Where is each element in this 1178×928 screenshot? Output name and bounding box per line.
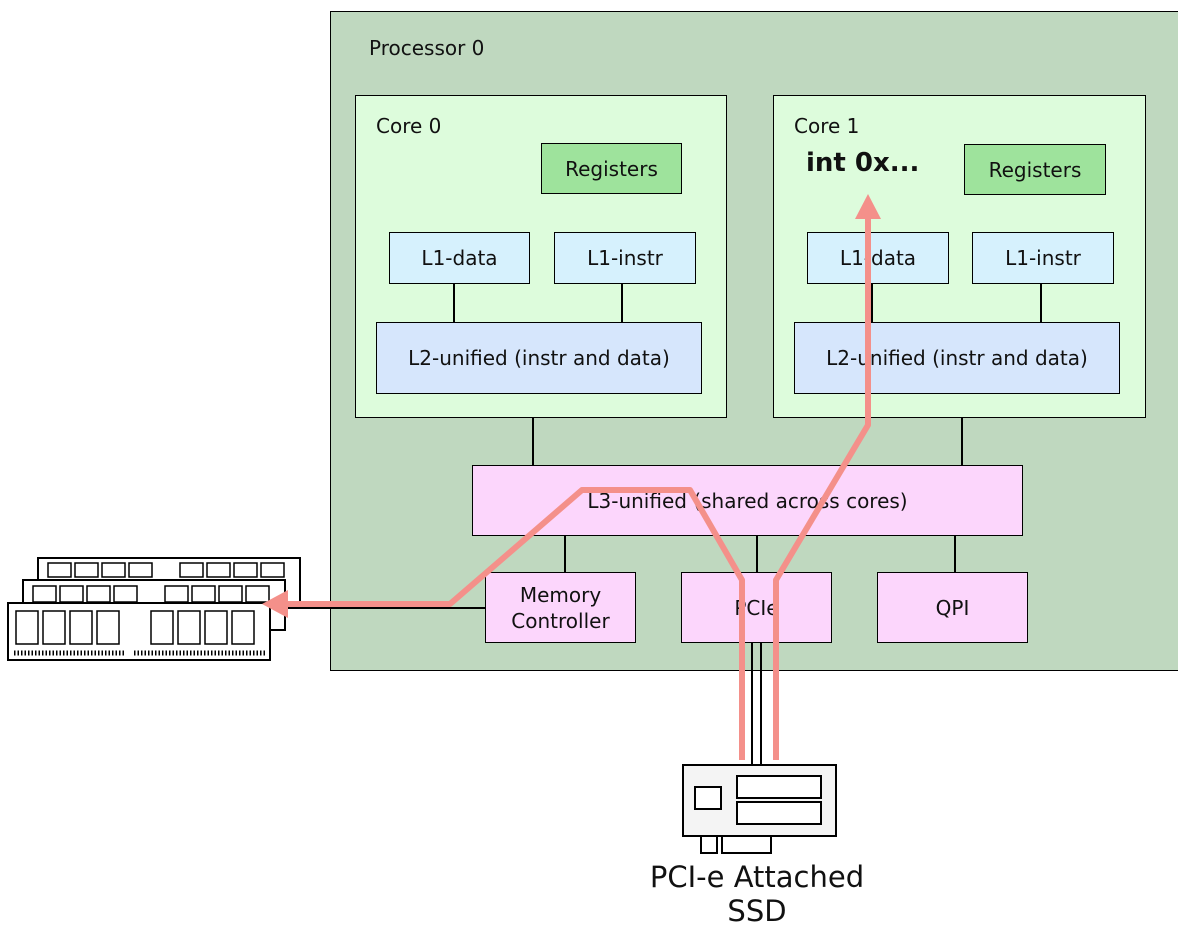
memory-controller-line2: Controller [511, 608, 610, 633]
arrowhead-memory [262, 590, 288, 618]
core-0-l1-data: L1-data [389, 232, 530, 284]
core-1-registers: Registers [964, 144, 1106, 195]
core-0-l2: L2-unified (instr and data) [376, 322, 702, 394]
pcie-card-icon [682, 764, 837, 854]
interrupt-path-to-core-1 [773, 216, 871, 760]
ssd-label: PCI-e Attached SSD [622, 860, 892, 928]
interrupt-label: int 0x... [806, 148, 920, 178]
ssd-label-line2: SSD [727, 894, 787, 928]
memory-controller-line1: Memory [519, 582, 602, 607]
ssd-label-line1: PCI-e Attached [649, 860, 865, 894]
qpi-controller: QPI [877, 572, 1028, 643]
core-1-l1-data: L1-data [807, 232, 949, 284]
core-0-label: Core 0 [376, 114, 442, 138]
arrowhead-core-1 [855, 194, 881, 219]
core-0-l1-instr: L1-instr [554, 232, 696, 284]
connector-lines [272, 284, 1042, 765]
core-1-l1-instr: L1-instr [972, 232, 1114, 284]
dma-path-to-memory [286, 487, 745, 760]
highlight-paths [286, 216, 871, 760]
ram-modules-icon [7, 557, 301, 661]
processor-label: Processor 0 [369, 36, 485, 60]
memory-controller: Memory Controller [485, 572, 636, 643]
core-0-registers: Registers [541, 143, 682, 194]
core-1-label: Core 1 [794, 114, 860, 138]
l3-cache: L3-unified (shared across cores) [472, 465, 1023, 536]
